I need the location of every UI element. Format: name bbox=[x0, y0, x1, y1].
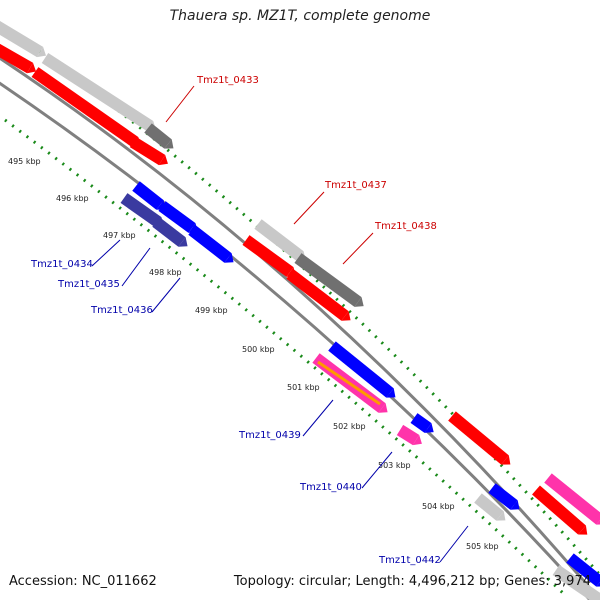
gene-arrow-blue-head bbox=[424, 423, 434, 433]
gene-arrow-grey bbox=[474, 493, 504, 521]
gene-arrow-grey-head bbox=[36, 46, 47, 58]
kbp-label: 499 kbp bbox=[195, 306, 228, 315]
accession-text: Accession: NC_011662 bbox=[9, 574, 157, 589]
gene-leader-line bbox=[439, 525, 469, 563]
gene-arrow-blue bbox=[410, 413, 432, 433]
kbp-label: 503 kbp bbox=[378, 461, 411, 470]
kbp-label: 500 kbp bbox=[242, 345, 275, 354]
gene-arrow-blue bbox=[488, 483, 518, 510]
gene-leader-line bbox=[121, 247, 151, 287]
kbp-label: 497 kbp bbox=[103, 231, 136, 240]
kbp-label: 504 kbp bbox=[422, 502, 455, 511]
gene-arrow-pink-head bbox=[378, 403, 388, 413]
gene-label-forward[interactable]: Tmz1t_0437 bbox=[324, 180, 387, 191]
gene-stripe-orange bbox=[317, 360, 381, 406]
gene-arrow-navy-head bbox=[178, 237, 188, 247]
kbp-label: 496 kbp bbox=[56, 194, 89, 203]
gene-leader-line bbox=[165, 85, 195, 123]
gene-label-reverse[interactable]: Tmz1t_0435 bbox=[57, 279, 120, 290]
gene-label-reverse[interactable]: Tmz1t_0440 bbox=[299, 482, 362, 493]
gene-arrow-red bbox=[31, 67, 139, 147]
kbp-label: 501 kbp bbox=[287, 383, 320, 392]
gene-arrow-dark-grey bbox=[144, 123, 172, 149]
gene-arrow-blue-head bbox=[596, 582, 600, 587]
gene-leader-line bbox=[342, 232, 374, 265]
backbone-outer bbox=[0, 56, 600, 600]
gene-arrow-grey bbox=[254, 219, 304, 261]
gene-arrow-red-head bbox=[158, 154, 168, 166]
gene-arrow-red bbox=[242, 235, 294, 277]
gene-arrow-grey-head bbox=[496, 511, 506, 521]
gene-arrow-navy bbox=[152, 217, 186, 247]
gene-arrow-red bbox=[0, 43, 33, 74]
gene-arrow-blue-head bbox=[224, 253, 234, 263]
gene-leader-line bbox=[293, 191, 325, 225]
genome-summary-text: Topology: circular; Length: 4,496,212 bp… bbox=[233, 574, 591, 589]
gene-arrow-pink bbox=[544, 473, 600, 525]
gene-arrow-dark-grey bbox=[294, 253, 362, 307]
gene-arrow-grey bbox=[0, 21, 44, 58]
gene-arrow-blue bbox=[188, 225, 232, 263]
gene-arrow-red-head bbox=[27, 62, 37, 74]
gene-label-reverse[interactable]: Tmz1t_0434 bbox=[30, 259, 93, 270]
kbp-label: 498 kbp bbox=[149, 268, 182, 277]
gene-label-forward[interactable]: Tmz1t_0438 bbox=[374, 221, 437, 232]
gene-arrow-red bbox=[286, 269, 349, 321]
gene-label-reverse[interactable]: Tmz1t_0436 bbox=[90, 305, 153, 316]
gene-arrow-red bbox=[448, 411, 509, 465]
gene-arrow-blue bbox=[328, 341, 394, 398]
gene-arrow-grey bbox=[41, 52, 154, 132]
gene-arrow-blue-head bbox=[510, 500, 520, 510]
gene-arrow-navy bbox=[120, 193, 162, 227]
inner-tick-track bbox=[4, 118, 567, 597]
gene-leader-line bbox=[361, 451, 393, 489]
gene-arrow-red bbox=[532, 485, 586, 535]
kbp-label: 505 kbp bbox=[466, 542, 499, 551]
gene-arrow-blue bbox=[566, 553, 600, 587]
gene-leader-line bbox=[302, 399, 334, 437]
kbp-label: 502 kbp bbox=[333, 422, 366, 431]
map-title: Thauera sp. MZ1T, complete genome bbox=[169, 8, 431, 24]
backbone-inner bbox=[0, 81, 592, 600]
gene-arrow-pink-head bbox=[412, 434, 422, 446]
gene-arrow-red-head bbox=[501, 455, 511, 465]
gene-leader-line bbox=[91, 239, 121, 267]
gene-arrow-dark-grey-head bbox=[354, 297, 364, 307]
kbp-label: 495 kbp bbox=[8, 157, 41, 166]
gene-arrow-grey bbox=[552, 565, 600, 600]
gene-arrow-pink-head bbox=[596, 520, 600, 525]
gene-arrow-pink bbox=[396, 424, 420, 446]
gene-arrow-blue bbox=[132, 181, 164, 210]
gene-arrow-red-head bbox=[578, 525, 588, 535]
gene-arrow-red-head bbox=[341, 311, 351, 321]
gene-leader-line bbox=[151, 277, 181, 313]
gene-arrow-blue bbox=[158, 201, 196, 233]
gene-label-reverse[interactable]: Tmz1t_0439 bbox=[238, 430, 301, 441]
gene-label-reverse[interactable]: Tmz1t_0442 bbox=[378, 555, 441, 566]
gene-arrow-dark-grey-head bbox=[164, 139, 174, 149]
gene-arrow-blue-head bbox=[386, 388, 396, 398]
gene-arrow-red bbox=[129, 136, 166, 166]
gene-label-forward[interactable]: Tmz1t_0433 bbox=[196, 75, 259, 86]
